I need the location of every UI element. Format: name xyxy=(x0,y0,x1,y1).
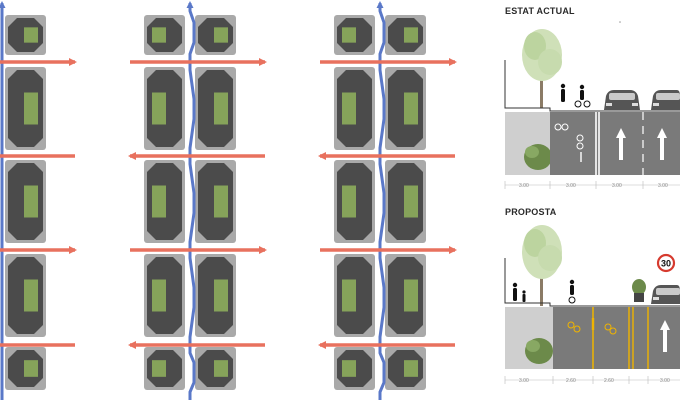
city-block xyxy=(5,160,46,243)
city-block xyxy=(5,67,46,150)
green-space xyxy=(152,92,166,125)
car-icon xyxy=(651,285,680,304)
dimension-label: 3.00 xyxy=(612,183,622,189)
dimension-label: 3.00 xyxy=(660,378,670,384)
bike-lane-symbol xyxy=(567,321,617,335)
city-block xyxy=(334,67,375,150)
dimension-label: 2.60 xyxy=(604,378,614,384)
bike-lane-arrow xyxy=(186,1,196,400)
dimension-line xyxy=(504,376,680,384)
city-block xyxy=(5,15,46,55)
green-space xyxy=(214,92,228,125)
city-block xyxy=(385,347,426,390)
shrub-icon xyxy=(525,338,553,364)
speed-limit-sign-icon: 30 xyxy=(656,253,676,273)
section-proposal: PROPOSTA 30 xyxy=(504,207,680,384)
green-space xyxy=(404,279,418,312)
bike-lane-arrow xyxy=(376,1,386,400)
green-space xyxy=(342,360,356,377)
green-space xyxy=(214,279,228,312)
green-space xyxy=(404,360,418,377)
dot-mark xyxy=(619,21,621,23)
green-space xyxy=(24,279,38,312)
green-space xyxy=(24,360,38,377)
car-icon xyxy=(604,90,640,110)
green-space xyxy=(214,185,228,218)
shrub-icon xyxy=(524,144,552,170)
dimension-line xyxy=(504,181,680,189)
green-space xyxy=(152,279,166,312)
traffic-arrow-icon xyxy=(616,128,667,160)
city-block xyxy=(5,347,46,390)
green-space xyxy=(404,92,418,125)
planter-icon xyxy=(632,279,646,302)
green-space xyxy=(404,27,418,43)
city-block xyxy=(144,347,185,390)
car-icon xyxy=(651,90,680,110)
dimension-label: 2.60 xyxy=(566,378,576,384)
city-block xyxy=(144,15,185,55)
city-block xyxy=(195,347,236,390)
green-space xyxy=(214,360,228,377)
green-space xyxy=(342,185,356,218)
section-current: ESTAT ACTUAL xyxy=(504,6,680,189)
section-proposal-title: PROPOSTA xyxy=(505,207,557,217)
green-space xyxy=(214,27,228,43)
city-block xyxy=(144,160,185,243)
city-block xyxy=(195,160,236,243)
pedestrian-icon xyxy=(560,83,566,102)
bike-lane-symbol xyxy=(554,123,584,150)
city-block xyxy=(334,15,375,55)
city-block xyxy=(334,347,375,390)
green-space xyxy=(24,185,38,218)
section-current-title: ESTAT ACTUAL xyxy=(505,6,575,16)
cyclist-icon xyxy=(574,84,591,108)
city-block xyxy=(334,254,375,337)
city-block xyxy=(195,15,236,55)
pedestrian-icon xyxy=(512,282,526,302)
green-space xyxy=(24,92,38,125)
tree-icon xyxy=(522,29,562,108)
speed-limit-value: 30 xyxy=(661,259,671,269)
dimension-label: 3.00 xyxy=(519,378,529,384)
city-block xyxy=(195,254,236,337)
cyclist-icon xyxy=(568,279,576,304)
traffic-arrow-icon xyxy=(660,320,670,352)
green-space xyxy=(342,92,356,125)
city-block xyxy=(5,254,46,337)
city-block xyxy=(195,67,236,150)
city-block xyxy=(385,67,426,150)
city-block xyxy=(385,15,426,55)
city-block xyxy=(144,254,185,337)
section-current-road xyxy=(550,112,680,175)
city-block xyxy=(385,254,426,337)
green-space xyxy=(152,27,166,43)
dimension-label: 3.00 xyxy=(658,183,668,189)
city-block xyxy=(144,67,185,150)
section-proposal-road xyxy=(553,307,680,369)
city-block xyxy=(334,160,375,243)
dimension-label: 3.00 xyxy=(566,183,576,189)
green-space xyxy=(152,185,166,218)
green-space xyxy=(342,279,356,312)
green-space xyxy=(152,360,166,377)
tree-icon xyxy=(522,225,562,306)
dimension-label: 3.00 xyxy=(519,183,529,189)
green-space xyxy=(24,27,38,43)
green-space xyxy=(342,27,356,43)
plan-panels xyxy=(0,1,457,400)
green-space xyxy=(404,185,418,218)
city-block xyxy=(385,160,426,243)
